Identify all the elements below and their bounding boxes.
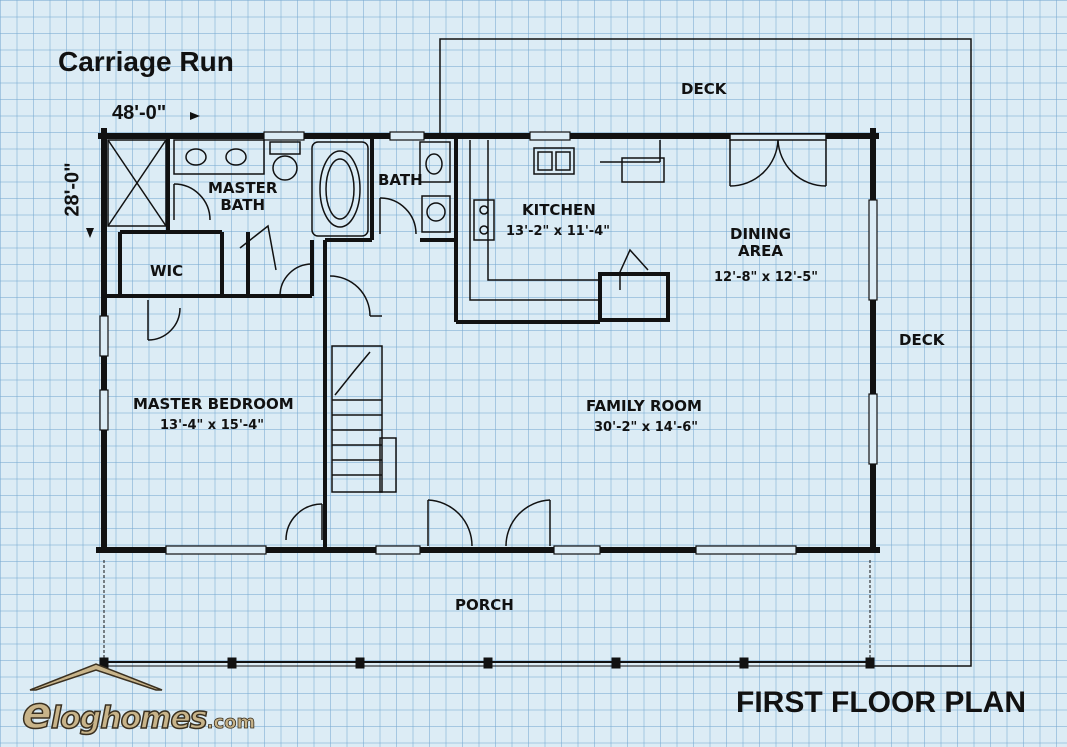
- room-size-kitchen: 13'-2" x 11'-4": [506, 224, 611, 239]
- windows: [99, 131, 878, 555]
- room-label-master-bedroom: MASTER BEDROOM: [133, 395, 294, 413]
- room-label-deck-right: DECK: [899, 331, 945, 349]
- kitchen-counters: [469, 140, 665, 301]
- master-bath-line1: MASTER: [208, 179, 278, 197]
- dining-line2: AREA: [738, 241, 784, 260]
- room-label-dining: DINING AREA: [730, 226, 791, 259]
- vanity: [173, 139, 301, 181]
- room-size-dining: 12'-8" x 12'-5": [714, 270, 819, 285]
- stair: [329, 275, 397, 493]
- room-size-master-bedroom: 13'-4" x 15'-4": [160, 418, 265, 433]
- room-label-family-room: FAMILY ROOM: [586, 397, 702, 415]
- room-label-bath: BATH: [378, 171, 423, 189]
- site-logo: eloghomes.com: [21, 687, 256, 740]
- porch-outline: [99, 560, 875, 669]
- room-label-kitchen: KITCHEN: [522, 201, 596, 219]
- tub: [311, 141, 369, 237]
- room-label-wic: WIC: [150, 262, 184, 280]
- floor-plan-name: FIRST FLOOR PLAN: [736, 686, 1026, 719]
- plan-title: Carriage Run: [58, 46, 234, 77]
- logo-suffix: .com: [206, 712, 256, 734]
- dining-doors: [729, 133, 827, 187]
- shower: [107, 139, 167, 227]
- room-label-porch: PORCH: [455, 596, 514, 614]
- kitchen-island: [598, 248, 670, 322]
- room-label-master-bath: MASTER BATH: [208, 180, 277, 213]
- deck-outline: [439, 38, 972, 667]
- room-size-family-room: 30'-2" x 14'-6": [594, 420, 699, 435]
- interior-walls: [104, 136, 600, 550]
- logo-roof: [29, 663, 163, 691]
- logo-main: loghomes: [50, 700, 208, 737]
- log-corners: [96, 128, 880, 553]
- width-dimension: 48'-0": [112, 102, 167, 124]
- bath-fixtures: [419, 141, 451, 233]
- doors: [147, 183, 551, 547]
- dimension-arrows: [86, 112, 200, 238]
- depth-dimension: 28'-0": [61, 162, 84, 217]
- logo-prefix: e: [21, 687, 52, 740]
- room-label-deck-top: DECK: [681, 80, 727, 98]
- master-bath-line2: BATH: [220, 195, 266, 214]
- dining-line1: DINING: [730, 225, 792, 243]
